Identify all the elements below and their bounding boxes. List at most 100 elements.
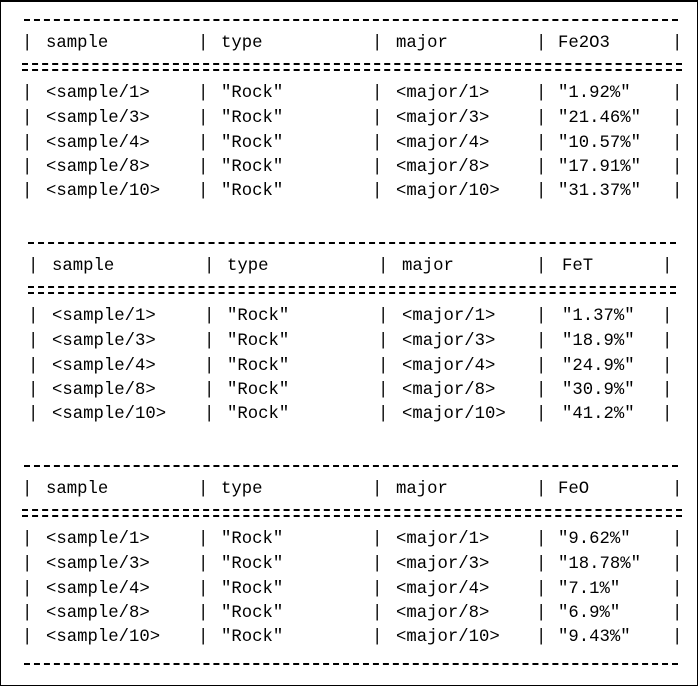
column-separator: |: [662, 357, 673, 376]
cell-major: <major/8>: [396, 604, 490, 623]
column-separator: |: [372, 109, 383, 128]
table-fe2o3: | sample | type | major | Fe2O3 | | <sam…: [0, 0, 700, 220]
cell-type: "Rock": [221, 580, 284, 599]
column-separator: |: [372, 480, 383, 499]
column-separator: |: [662, 405, 673, 424]
column-separator: |: [28, 257, 39, 276]
column-separator: |: [204, 357, 215, 376]
column-separator: |: [536, 34, 547, 53]
cell-type: "Rock": [221, 182, 284, 201]
column-separator: |: [198, 604, 209, 623]
cell-sample: <sample/4>: [46, 580, 150, 599]
cell-major: <major/8>: [396, 158, 490, 177]
column-separator: |: [672, 134, 683, 153]
cell-sample: <sample/3>: [46, 109, 150, 128]
column-separator: |: [536, 480, 547, 499]
header-type: type: [221, 480, 263, 499]
header-value: FeO: [558, 480, 590, 499]
column-separator: |: [662, 381, 673, 400]
column-separator: |: [378, 405, 389, 424]
header-major: major: [402, 257, 454, 276]
column-separator: |: [204, 332, 215, 351]
cell-major: <major/1>: [402, 307, 496, 326]
column-separator: |: [372, 182, 383, 201]
column-separator: |: [672, 480, 683, 499]
column-separator: |: [662, 307, 673, 326]
column-separator: |: [372, 158, 383, 177]
cell-sample: <sample/8>: [52, 381, 156, 400]
cell-type: "Rock": [227, 381, 290, 400]
column-separator: |: [672, 109, 683, 128]
column-separator: |: [536, 555, 547, 574]
column-separator: |: [536, 257, 547, 276]
cell-sample: <sample/4>: [52, 357, 156, 376]
column-separator: |: [22, 158, 33, 177]
column-separator: |: [536, 405, 547, 424]
cell-value: "24.9%": [562, 357, 635, 376]
column-separator: |: [198, 530, 209, 549]
cell-major: <major/10>: [396, 628, 500, 647]
column-separator: |: [536, 109, 547, 128]
cell-sample: <sample/10>: [52, 405, 167, 424]
header-type: type: [221, 34, 263, 53]
column-separator: |: [672, 530, 683, 549]
column-separator: |: [28, 357, 39, 376]
cell-sample: <sample/3>: [46, 555, 150, 574]
cell-type: "Rock": [227, 332, 290, 351]
column-separator: |: [672, 604, 683, 623]
column-separator: |: [536, 381, 547, 400]
cell-type: "Rock": [221, 555, 284, 574]
column-separator: |: [672, 34, 683, 53]
column-separator: |: [198, 134, 209, 153]
cell-major: <major/10>: [402, 405, 506, 424]
column-separator: |: [198, 84, 209, 103]
column-separator: |: [204, 307, 215, 326]
column-separator: |: [198, 109, 209, 128]
column-separator: |: [22, 480, 33, 499]
cell-sample: <sample/1>: [52, 307, 156, 326]
column-separator: |: [22, 580, 33, 599]
column-separator: |: [672, 182, 683, 201]
column-separator: |: [28, 332, 39, 351]
cell-value: "21.46%": [558, 109, 641, 128]
column-separator: |: [662, 332, 673, 351]
column-separator: |: [536, 134, 547, 153]
column-separator: |: [198, 480, 209, 499]
cell-type: "Rock": [221, 530, 284, 549]
column-separator: |: [378, 357, 389, 376]
table-top-rule: [24, 19, 678, 21]
cell-value: "18.78%": [558, 555, 641, 574]
cell-major: <major/10>: [396, 182, 500, 201]
table-bottom-rule: [24, 663, 678, 665]
cell-sample: <sample/1>: [46, 530, 150, 549]
cell-type: "Rock": [221, 134, 284, 153]
cell-major: <major/3>: [396, 109, 490, 128]
header-sample: sample: [46, 34, 109, 53]
cell-major: <major/4>: [402, 357, 496, 376]
cell-type: "Rock": [227, 357, 290, 376]
cell-major: <major/4>: [396, 580, 490, 599]
column-separator: |: [204, 257, 215, 276]
cell-sample: <sample/8>: [46, 158, 150, 177]
cell-major: <major/3>: [396, 555, 490, 574]
column-separator: |: [198, 628, 209, 647]
cell-sample: <sample/3>: [52, 332, 156, 351]
cell-value: "30.9%": [562, 381, 635, 400]
column-separator: |: [372, 134, 383, 153]
column-separator: |: [204, 405, 215, 424]
column-separator: |: [22, 134, 33, 153]
cell-sample: <sample/8>: [46, 604, 150, 623]
column-separator: |: [536, 84, 547, 103]
column-separator: |: [198, 158, 209, 177]
cell-type: "Rock": [221, 628, 284, 647]
column-separator: |: [22, 109, 33, 128]
column-separator: |: [378, 257, 389, 276]
header-major: major: [396, 34, 448, 53]
column-separator: |: [672, 158, 683, 177]
cell-type: "Rock": [221, 84, 284, 103]
column-separator: |: [536, 182, 547, 201]
column-separator: |: [28, 307, 39, 326]
column-separator: |: [372, 34, 383, 53]
cell-value: "9.62%": [558, 530, 631, 549]
